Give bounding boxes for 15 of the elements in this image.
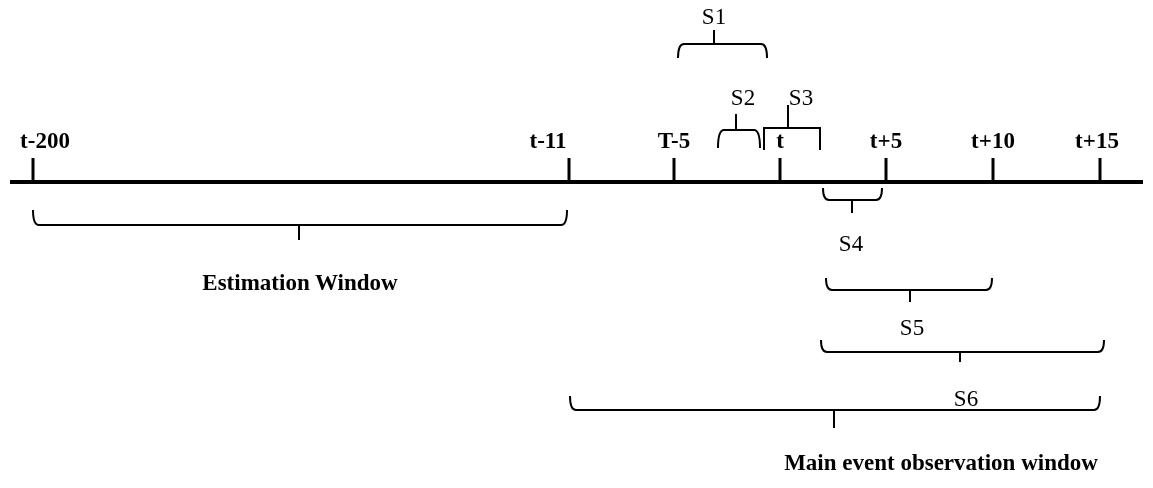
tick-label: t-200 bbox=[20, 128, 70, 152]
tick-label: t+15 bbox=[1075, 128, 1119, 152]
period-label: S5 bbox=[899, 315, 925, 339]
period-label: S1 bbox=[701, 4, 727, 28]
period-label: S6 bbox=[953, 386, 979, 410]
tick-label: t-11 bbox=[529, 128, 567, 152]
period-label: S4 bbox=[838, 231, 864, 255]
tick-label: t+5 bbox=[869, 128, 903, 152]
tick-label: t bbox=[776, 128, 784, 152]
period-label: S3 bbox=[788, 85, 814, 109]
tick-label: t+10 bbox=[971, 128, 1015, 152]
period-label: S2 bbox=[730, 85, 756, 109]
window-label: Estimation Window bbox=[202, 270, 398, 294]
tick-label: T-5 bbox=[657, 128, 691, 152]
window-label: Main event observation window bbox=[784, 450, 1098, 474]
